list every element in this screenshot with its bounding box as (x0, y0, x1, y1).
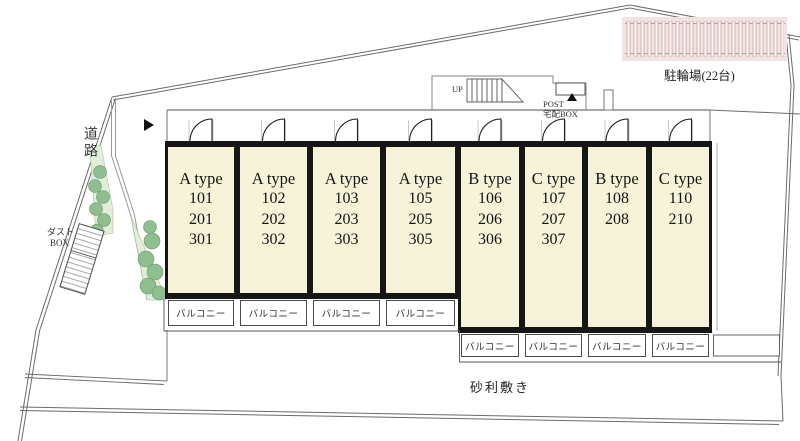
unit-a102: A type 102 202 302 (240, 147, 307, 293)
room-number: 102 (261, 190, 286, 207)
unit-type: C type (531, 169, 576, 188)
unit-a105: A type 105 205 305 (386, 147, 455, 293)
door-icon (188, 118, 214, 142)
stairs-icon (466, 77, 525, 103)
unit-type: A type (179, 169, 223, 188)
unit-type: A type (324, 169, 369, 188)
post-delivery-label: POST 宅配BOX (543, 99, 578, 119)
unit-b106: B type 106 206 306 (461, 147, 519, 327)
room-number: 203 (334, 210, 359, 228)
up-label: UP (452, 84, 463, 94)
unit-c110: C type 110 210 (652, 147, 709, 327)
door-icon (334, 118, 359, 142)
door-icon (604, 118, 630, 142)
delivery-box-label: 宅配BOX (543, 108, 578, 119)
unit-type: B type (595, 169, 639, 188)
room-number: 108 (605, 190, 629, 207)
wall-pillar (603, 89, 614, 111)
unit-type: A type (398, 169, 443, 188)
bike-rack-icon (622, 17, 787, 61)
entry-doors (188, 118, 693, 142)
room-number: 210 (668, 210, 693, 228)
balcony-105: バルコニー (386, 300, 455, 326)
dust-box-label-line2: BOX (50, 238, 70, 248)
door-icon (261, 118, 286, 142)
unit-c107: C type 107 207 307 (525, 147, 582, 327)
unit-type: A type (251, 169, 296, 188)
unit-a103: A type 103 203 303 (313, 147, 380, 293)
balcony-108: バルコニー (588, 334, 646, 357)
balcony-101: バルコニー (168, 300, 234, 326)
gravel-area-lines (24, 330, 168, 385)
dust-box-icon (59, 223, 105, 295)
balcony-110: バルコニー (652, 334, 709, 357)
balcony-103: バルコニー (313, 300, 380, 326)
delivery-arrow-icon (567, 93, 577, 101)
room-number: 105 (408, 190, 433, 207)
dust-box-label: ダスト BOX (47, 227, 74, 249)
bike-parking-label: 駐輪場(22台) (664, 69, 735, 83)
door-icon (668, 118, 693, 142)
post-box-icon (555, 82, 586, 96)
dust-box-label-line1: ダスト (47, 227, 75, 237)
gravel-label: 砂利敷き (470, 380, 531, 395)
balcony-outline (163, 299, 781, 363)
room-number: 302 (261, 231, 286, 248)
unit-b108: B type 108 208 (588, 147, 646, 327)
entrance-arrow-icon (144, 119, 154, 131)
door-icon (541, 118, 566, 142)
unit-a101: A type 101 201 301 (168, 147, 234, 293)
tree-icon (88, 165, 167, 301)
room-number: 305 (408, 231, 433, 248)
room-number: 206 (478, 210, 502, 228)
room-number: 208 (605, 210, 629, 228)
room-number: 205 (408, 210, 433, 228)
room-number: 107 (541, 190, 566, 207)
walkway-lines (111, 75, 711, 301)
balcony-107: バルコニー (525, 334, 582, 357)
room-number: 306 (478, 231, 502, 248)
room-number: 201 (189, 210, 213, 228)
unit-type: C type (658, 169, 703, 188)
door-icon (477, 118, 503, 142)
room-number: 207 (541, 210, 566, 228)
room-number: 103 (334, 190, 359, 207)
room-number: 106 (478, 190, 502, 207)
room-number: 101 (189, 190, 213, 207)
road-label: 道路 (82, 126, 97, 160)
room-number: 307 (541, 231, 566, 248)
room-number: 202 (261, 210, 286, 228)
unit-type: B type (468, 169, 512, 188)
room-number: 301 (189, 231, 213, 248)
balcony-106: バルコニー (461, 334, 519, 357)
balcony-102: バルコニー (240, 300, 307, 326)
room-number: 303 (334, 231, 359, 248)
room-number: 110 (668, 190, 693, 207)
post-label: POST (543, 99, 564, 109)
door-icon (408, 118, 433, 142)
